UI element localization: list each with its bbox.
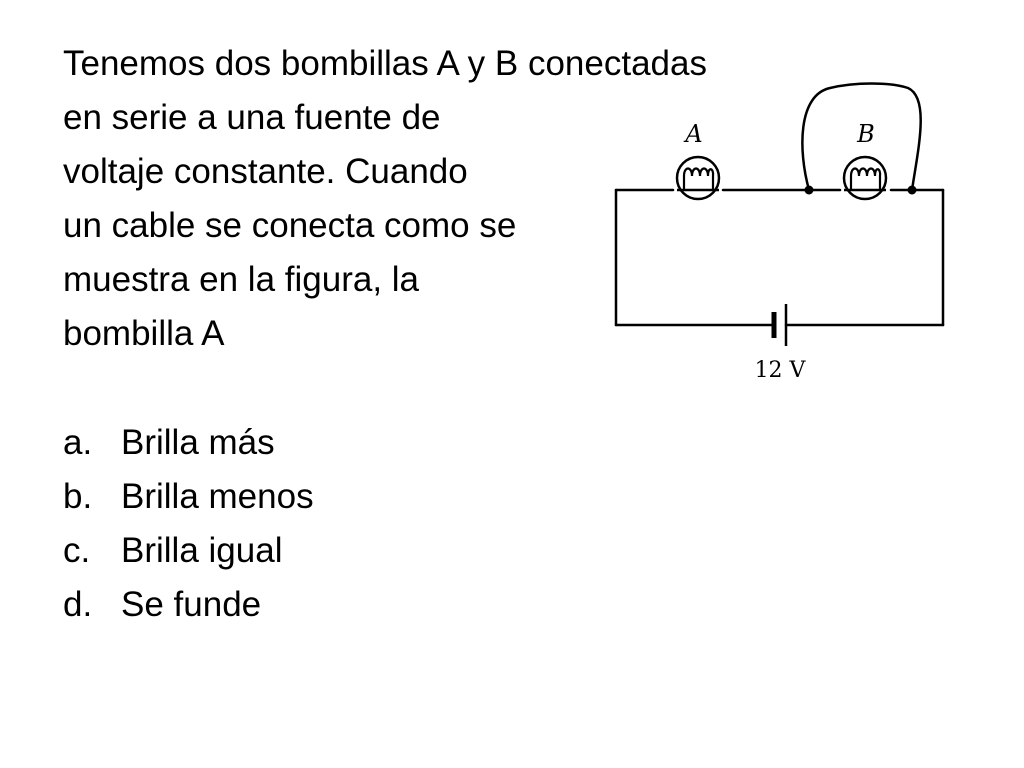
question-line-1: Tenemos dos bombillas A y B conectadas	[63, 44, 707, 83]
option-a: a. Brilla más	[63, 423, 275, 463]
option-c: c. Brilla igual	[63, 531, 282, 571]
option-d: d. Se funde	[63, 585, 261, 625]
bypass-cable	[801, 82, 922, 192]
option-d-letter: d.	[63, 585, 93, 624]
bulb-a-label: A	[683, 120, 702, 148]
option-b: b. Brilla menos	[63, 477, 314, 517]
battery-symbol	[771, 304, 788, 346]
option-a-letter: a.	[63, 423, 93, 462]
option-a-text: Brilla más	[121, 423, 275, 462]
bulb-b	[842, 155, 888, 201]
option-d-text: Se funde	[121, 585, 262, 624]
junction-dot-right	[907, 185, 917, 195]
question-line-3: voltaje constante. Cuando	[63, 152, 468, 191]
bulb-b-label: B	[856, 120, 875, 148]
battery-label: 12 V	[755, 358, 807, 383]
question-line-2: en serie a una fuente de	[63, 98, 441, 137]
bulb-a	[675, 155, 721, 201]
option-b-letter: b.	[63, 477, 93, 516]
option-c-text: Brilla igual	[121, 531, 283, 570]
question-line-4: un cable se conecta como se	[63, 206, 517, 245]
question-line-5: muestra en la figura, la	[63, 260, 420, 299]
question-line-6: bombilla A	[63, 314, 225, 353]
junction-dot-left	[804, 185, 814, 195]
option-c-letter: c.	[63, 531, 91, 570]
option-b-text: Brilla menos	[121, 477, 314, 516]
